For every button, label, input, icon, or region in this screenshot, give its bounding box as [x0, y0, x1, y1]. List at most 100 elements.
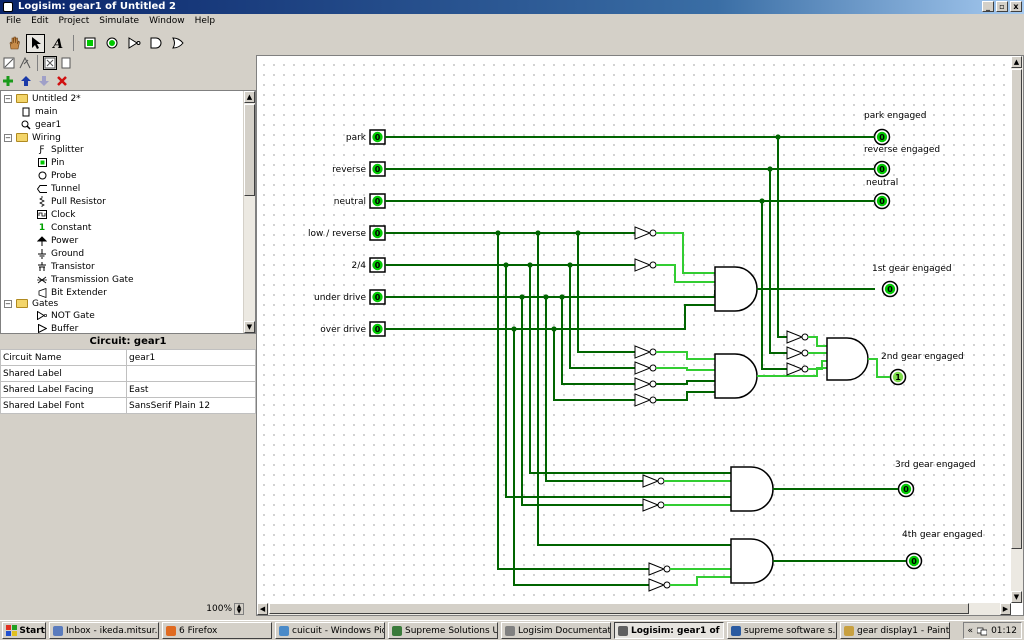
wire — [656, 367, 715, 371]
not-gate[interactable] — [634, 258, 652, 272]
add-or-gate-button[interactable] — [168, 34, 187, 53]
property-value[interactable]: gear1 — [126, 349, 256, 366]
tree-circuit-main[interactable]: main — [21, 105, 58, 118]
canvas-horizontal-scrollbar[interactable]: ◀ ▶ — [257, 603, 1011, 615]
scroll-down-arrow-icon[interactable]: ▼ — [1011, 591, 1022, 603]
not-gate[interactable] — [634, 361, 652, 375]
simulation-view-button[interactable] — [59, 56, 73, 70]
task-firefox[interactable]: 6 Firefox — [162, 622, 272, 639]
task-logisim-gear1[interactable]: Logisim: gear1 of ... — [614, 622, 724, 639]
menu-window[interactable]: Window — [149, 16, 185, 26]
collapse-toggle-icon[interactable]: − — [4, 94, 12, 103]
task-paint[interactable]: gear display1 - Paint — [840, 622, 950, 639]
move-down-icon[interactable] — [38, 75, 50, 87]
tree-project-root[interactable]: − Untitled 2* — [4, 92, 81, 105]
and-gate[interactable] — [826, 337, 869, 381]
not-gate[interactable] — [786, 330, 804, 344]
add-and-gate-button[interactable] — [146, 34, 165, 53]
canvas-vertical-scrollbar[interactable]: ▲ ▼ — [1011, 56, 1023, 603]
not-gate[interactable] — [642, 474, 660, 488]
text-tool-button[interactable]: A — [48, 34, 67, 53]
menu-help[interactable]: Help — [194, 16, 216, 26]
tray-expand-icon[interactable]: « — [967, 625, 974, 636]
tree-item-bit-extender[interactable]: Bit Extender — [37, 286, 107, 299]
scroll-up-arrow-icon[interactable]: ▲ — [244, 91, 255, 103]
not-gate[interactable] — [642, 498, 660, 512]
collapse-toggle-icon[interactable]: − — [4, 133, 12, 142]
collapse-toggle-icon[interactable]: − — [4, 299, 12, 308]
property-value[interactable]: East — [126, 381, 256, 398]
maximize-button[interactable]: ▫ — [996, 1, 1008, 12]
add-output-button[interactable] — [102, 34, 121, 53]
edit-appearance-button[interactable] — [18, 56, 32, 70]
menu-edit[interactable]: Edit — [31, 16, 49, 26]
start-button[interactable]: Start — [2, 622, 46, 639]
scroll-up-arrow-icon[interactable]: ▲ — [1011, 56, 1022, 68]
edit-layout-button[interactable] — [2, 56, 16, 70]
scroll-right-arrow-icon[interactable]: ▶ — [1000, 603, 1011, 615]
tree-label: Untitled 2* — [32, 93, 81, 104]
menu-file[interactable]: File — [6, 16, 22, 26]
add-not-gate-button[interactable] — [124, 34, 143, 53]
tree-item-not-gate[interactable]: NOT Gate — [37, 309, 95, 322]
property-value[interactable]: SansSerif Plain 12 — [126, 397, 256, 414]
tree-item-pin[interactable]: Pin — [37, 156, 64, 169]
task-logisim-docs[interactable]: Logisim Documentation — [501, 622, 611, 639]
tree-item-clock[interactable]: Clock — [37, 208, 75, 221]
tree-folder-wiring[interactable]: − Wiring — [4, 131, 61, 144]
tree-item-probe[interactable]: Probe — [37, 169, 77, 182]
property-row[interactable]: Shared Label — [0, 365, 256, 382]
scroll-thumb[interactable] — [244, 104, 255, 196]
not-gate[interactable] — [634, 393, 652, 407]
poke-tool-button[interactable] — [4, 34, 23, 53]
scroll-left-arrow-icon[interactable]: ◀ — [257, 603, 268, 615]
and-gate[interactable] — [730, 466, 774, 512]
task-supreme-software[interactable]: supreme software s... — [727, 622, 837, 639]
tree-item-buffer[interactable]: Buffer — [37, 322, 78, 333]
minimize-button[interactable]: _ — [982, 1, 994, 12]
add-pin-button[interactable] — [80, 34, 99, 53]
explorer-scrollbar[interactable]: ▲ ▼ — [243, 91, 255, 333]
close-button[interactable]: x — [1010, 1, 1022, 12]
task-picture-viewer[interactable]: cuicuit - Windows Pic... — [275, 622, 385, 639]
tree-circuit-gear1[interactable]: gear1 — [21, 118, 61, 131]
toolbox-view-button[interactable] — [43, 56, 57, 70]
tree-item-transistor[interactable]: Transistor — [37, 260, 95, 273]
scroll-thumb[interactable] — [269, 603, 969, 614]
and-gate[interactable] — [730, 538, 774, 584]
menu-simulate[interactable]: Simulate — [99, 16, 140, 26]
not-gate[interactable] — [634, 377, 652, 391]
network-icon[interactable] — [977, 626, 988, 636]
move-up-icon[interactable] — [20, 75, 32, 87]
scroll-thumb[interactable] — [1011, 69, 1022, 549]
not-gate[interactable] — [634, 226, 652, 240]
tree-item-power[interactable]: Power — [37, 234, 78, 247]
not-gate[interactable] — [634, 345, 652, 359]
zoom-spinner-icon[interactable]: ▲▼ — [234, 603, 244, 615]
and-gate[interactable] — [714, 353, 758, 399]
property-value[interactable] — [126, 365, 256, 382]
tree-item-transmission-gate[interactable]: Transmission Gate — [37, 273, 134, 286]
tree-item-ground[interactable]: Ground — [37, 247, 84, 260]
add-circuit-icon[interactable] — [2, 75, 14, 87]
select-tool-button[interactable] — [26, 33, 45, 53]
task-inbox[interactable]: Inbox - ikeda.mitsur... — [49, 622, 159, 639]
task-supreme-solutions[interactable]: Supreme Solutions UK — [388, 622, 498, 639]
and-gate[interactable] — [714, 266, 758, 312]
scroll-down-arrow-icon[interactable]: ▼ — [244, 321, 255, 333]
tree-item-tunnel[interactable]: Tunnel — [37, 182, 80, 195]
tree-item-pull-resistor[interactable]: Pull Resistor — [37, 195, 106, 208]
not-gate[interactable] — [648, 562, 666, 576]
tree-folder-gates[interactable]: − Gates — [4, 297, 58, 310]
not-gate[interactable] — [786, 346, 804, 360]
delete-circuit-icon[interactable] — [56, 75, 68, 87]
not-gate[interactable] — [786, 362, 804, 376]
not-gate[interactable] — [648, 578, 666, 592]
menu-project[interactable]: Project — [58, 16, 90, 26]
